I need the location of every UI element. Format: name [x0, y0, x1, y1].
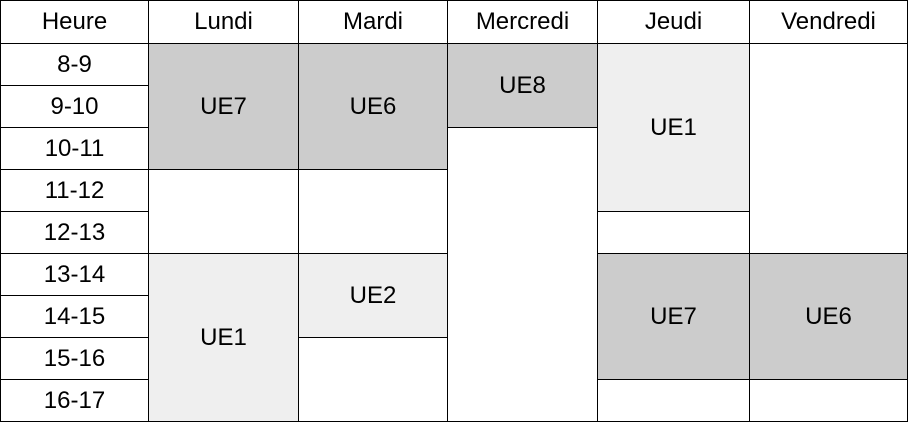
- empty-slot: [447, 127, 598, 422]
- course-block: UE6: [298, 43, 448, 170]
- hour-label: 16-17: [0, 379, 149, 422]
- header-jeudi: Jeudi: [597, 0, 750, 44]
- course-block: UE7: [597, 253, 750, 380]
- hour-label: 12-13: [0, 211, 149, 254]
- header-heure: Heure: [0, 0, 149, 44]
- hour-label: 15-16: [0, 337, 149, 380]
- empty-slot: [148, 169, 299, 254]
- hour-label: 11-12: [0, 169, 149, 212]
- hour-label: 13-14: [0, 253, 149, 296]
- empty-slot: [597, 211, 750, 254]
- empty-slot: [597, 379, 750, 422]
- header-mercredi: Mercredi: [447, 0, 598, 44]
- empty-slot: [298, 337, 448, 422]
- empty-slot: [298, 169, 448, 254]
- course-block: UE8: [447, 43, 598, 128]
- course-block: UE7: [148, 43, 299, 170]
- empty-slot: [749, 43, 908, 254]
- header-mardi: Mardi: [298, 0, 448, 44]
- course-block: UE6: [749, 253, 908, 380]
- hour-label: 14-15: [0, 295, 149, 338]
- hour-label: 8-9: [0, 43, 149, 86]
- empty-slot: [749, 379, 908, 422]
- course-block: UE2: [298, 253, 448, 338]
- hour-label: 9-10: [0, 85, 149, 128]
- header-lundi: Lundi: [148, 0, 299, 44]
- course-block: UE1: [148, 253, 299, 422]
- hour-label: 10-11: [0, 127, 149, 170]
- course-block: UE1: [597, 43, 750, 212]
- header-vendredi: Vendredi: [749, 0, 908, 44]
